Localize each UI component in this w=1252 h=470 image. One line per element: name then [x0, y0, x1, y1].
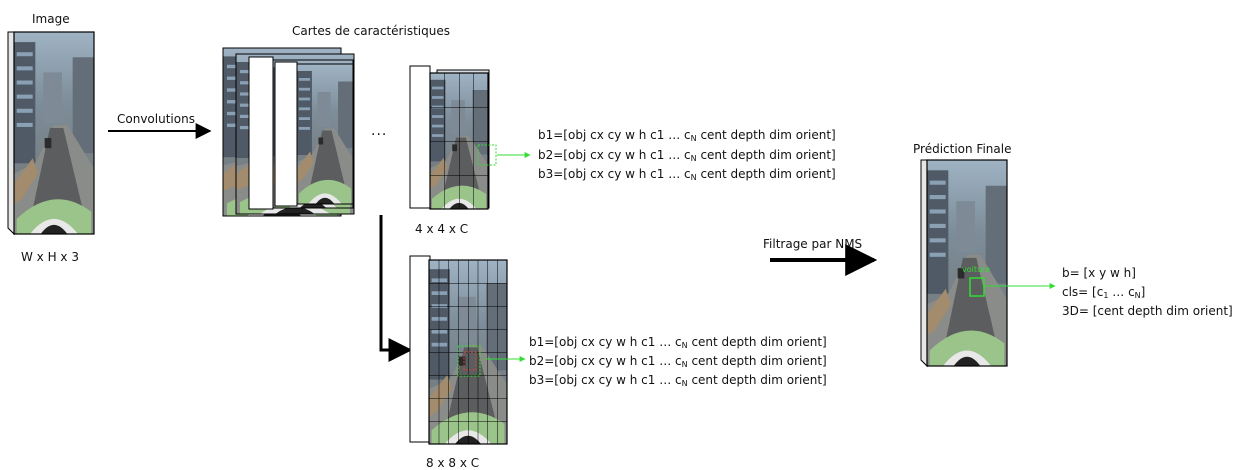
convolutions-label: Convolutions [117, 112, 195, 126]
ellipsis-label: ... [371, 123, 388, 139]
detection-tag: voiture [962, 265, 991, 274]
input-image-label: Image [32, 12, 70, 26]
input-image [7, 31, 95, 236]
final-prediction-label: Prédiction Finale [913, 142, 1012, 156]
prediction-line: b1=[obj cx cy w h c1 … cN cent depth dim… [538, 128, 836, 143]
grid-4x4-label: 4 x 4 x C [415, 222, 469, 236]
grid-8x8-map [409, 255, 526, 445]
final-image [920, 159, 1056, 368]
final-output-box: b= [x y w h] [1062, 266, 1136, 280]
grid-4x4-map [409, 65, 531, 210]
prediction-line: b3=[obj cx cy w h c1 … cN cent depth dim… [538, 167, 836, 182]
prediction-line: b3=[obj cx cy w h c1 … cN cent depth dim… [529, 373, 827, 388]
feature-map-stack [222, 47, 355, 217]
branch-arrow [379, 215, 413, 362]
prediction-line: b2=[obj cx cy w h c1 … cN cent depth dim… [529, 354, 827, 369]
prediction-line: b2=[obj cx cy w h c1 … cN cent depth dim… [538, 148, 836, 163]
feature-maps-label: Cartes de caractéristiques [292, 24, 450, 38]
grid-8x8-label: 8 x 8 x C [426, 456, 480, 470]
nms-label: Filtrage par NMS [763, 237, 863, 251]
prediction-line: b1=[obj cx cy w h c1 … cN cent depth dim… [529, 335, 827, 350]
final-output-cls: cls= [c1 … cN] [1062, 285, 1146, 300]
final-output-3d: 3D= [cent depth dim orient] [1062, 304, 1233, 318]
input-dims-label: W x H x 3 [21, 250, 79, 264]
